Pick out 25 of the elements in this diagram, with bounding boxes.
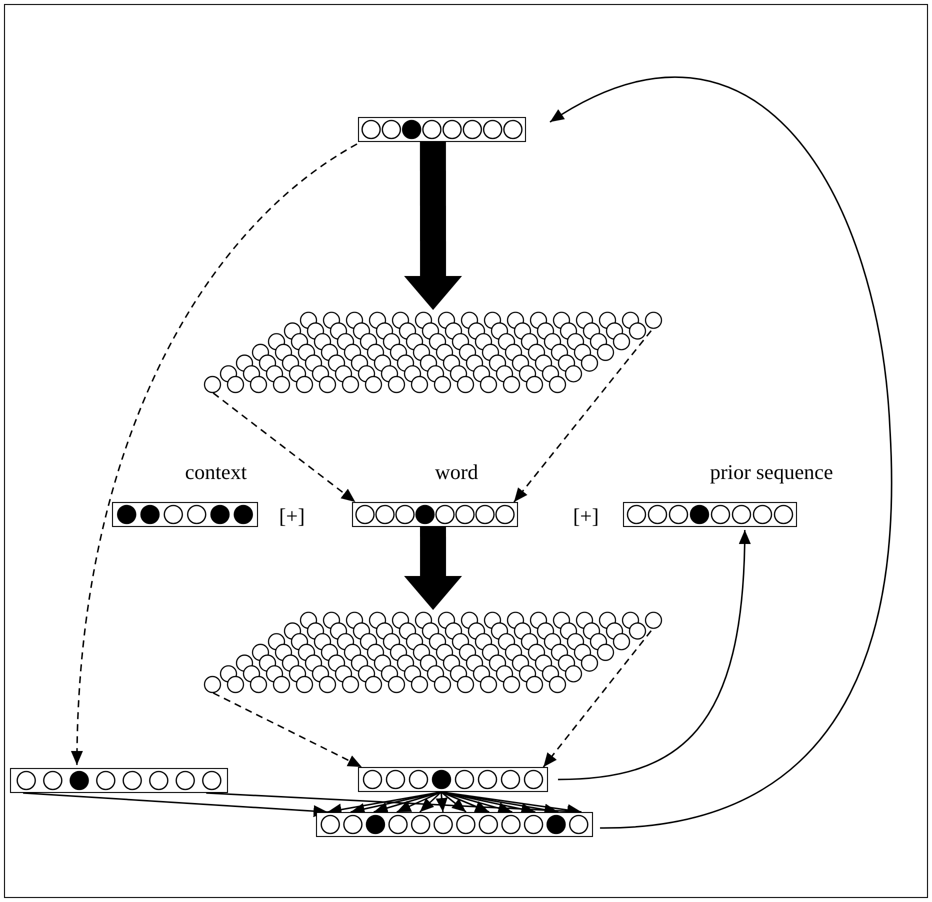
unit-vector — [316, 812, 593, 837]
dashed-arrow — [212, 392, 356, 503]
unit-vector — [358, 767, 548, 792]
vector-label: context — [185, 460, 247, 484]
arrow — [23, 792, 328, 818]
arrow — [419, 791, 442, 813]
block-arrow — [404, 142, 462, 310]
dashed-arrow — [513, 330, 652, 502]
plus-operator: [+] — [573, 504, 599, 528]
dashed-arrow — [212, 692, 362, 768]
neuron-grid — [204, 310, 664, 393]
dashed-arrow — [71, 143, 358, 766]
dashed-arrow — [542, 630, 652, 768]
neuron-grid — [204, 610, 664, 693]
arrow — [436, 792, 448, 812]
plus-operator: [+] — [279, 504, 305, 528]
arrow — [440, 791, 467, 813]
vector-label: word — [435, 460, 478, 484]
vector-label: prior sequence — [710, 460, 834, 484]
block-arrow — [404, 527, 462, 610]
arrow — [396, 791, 442, 813]
unit-vector — [358, 117, 526, 142]
arrow — [550, 77, 892, 829]
unit-vector — [10, 768, 228, 793]
arrow — [558, 530, 750, 780]
